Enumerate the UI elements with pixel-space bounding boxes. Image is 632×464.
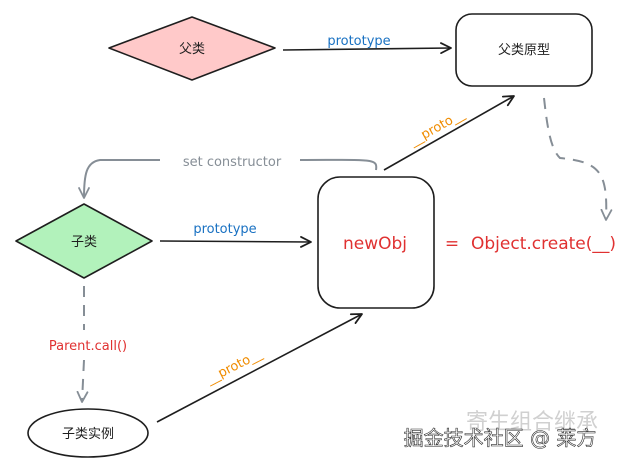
edge-parent-prototype: prototype: [282, 34, 452, 55]
equation-equals: =: [445, 234, 459, 254]
edge-set-constructor: set constructor: [78, 155, 378, 199]
parent-class-node: 父类: [108, 16, 276, 81]
parent-prototype-label: 父类原型: [498, 43, 550, 58]
child-class-node: 子类: [15, 203, 153, 279]
edge-set-constructor-label: set constructor: [183, 155, 282, 170]
edge-parent-call: Parent.call(): [49, 286, 127, 403]
edge-proto-from-instance: __proto__: [156, 313, 363, 423]
watermark-credit: 掘金技术社区 @ 莱方: [404, 426, 597, 450]
equation-rhs: Object.create(__): [471, 234, 616, 254]
child-instance-node: 子类实例: [27, 408, 149, 458]
child-instance-label: 子类实例: [62, 427, 114, 442]
edge-parent-call-label: Parent.call(): [49, 339, 127, 354]
new-obj-label: newObj: [343, 234, 407, 254]
edge-child-prototype: prototype: [159, 222, 312, 248]
edge-proto-to-parent: __proto__: [383, 95, 515, 171]
child-class-label: 子类: [71, 235, 97, 250]
watermark-faded-title: 寄生组合继承: [466, 410, 598, 435]
parent-class-label: 父类: [179, 42, 205, 57]
edge-parent-prototype-label: prototype: [327, 34, 390, 49]
new-obj-node: newObj: [317, 176, 435, 309]
edge-parent-prototype-dashed: [543, 97, 613, 221]
edge-child-prototype-label: prototype: [193, 222, 256, 237]
parent-prototype-node: 父类原型: [455, 13, 593, 87]
